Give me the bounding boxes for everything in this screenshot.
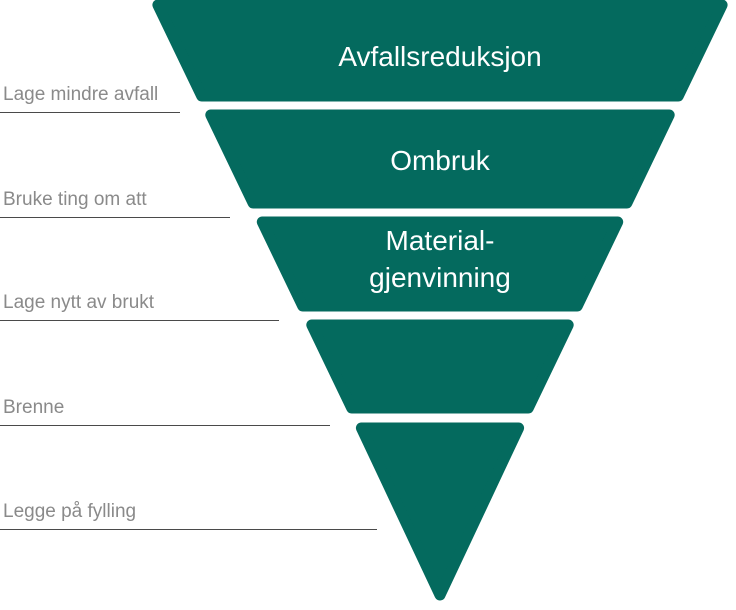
- side-label-text: Legge på fylling: [3, 501, 137, 522]
- pyramid-band-brenne: [306, 319, 574, 414]
- side-label-text: Lage mindre avfall: [3, 84, 159, 105]
- band-title-level2: Ombruk: [390, 145, 491, 176]
- side-label-text: Lage nytt av brukt: [3, 292, 155, 313]
- band-title-level3-line1: Material-: [386, 225, 495, 256]
- side-label-text: Bruke ting om att: [3, 189, 147, 210]
- side-label-text: Brenne: [3, 397, 65, 418]
- pyramid-band-ombruk: [205, 109, 675, 209]
- pyramid-band-materialgjenvinning: [256, 216, 624, 312]
- side-label-brenne: Brenne: [0, 373, 330, 426]
- side-label-bruke-ting-om-att: Bruke ting om att: [0, 165, 230, 218]
- pyramid-band-avfallsreduksjon: [152, 0, 728, 102]
- side-label-lage-mindre-avfall: Lage mindre avfall: [0, 60, 180, 113]
- side-label-lage-nytt-av-brukt: Lage nytt av brukt: [0, 268, 279, 321]
- band-title-level3-line2: gjenvinning: [369, 262, 511, 293]
- side-label-legge-paa-fylling: Legge på fylling: [0, 477, 377, 530]
- band-title-level1: Avfallsreduksjon: [338, 41, 541, 72]
- pyramid-band-fylling: [355, 422, 525, 601]
